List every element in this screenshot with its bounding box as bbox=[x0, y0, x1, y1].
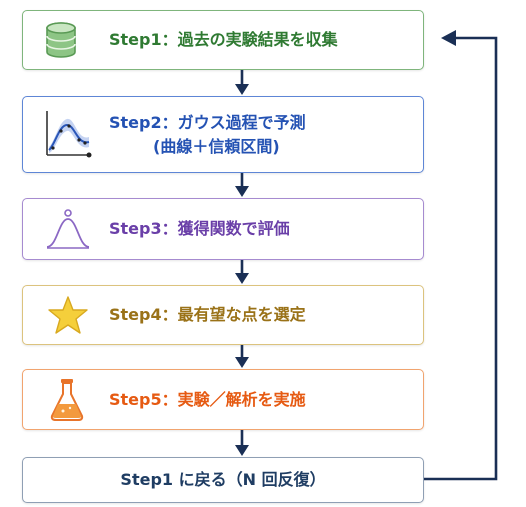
loop-back-label: Step1 に戻る（N 回反復） bbox=[23, 458, 423, 502]
arrow-down-1 bbox=[235, 70, 249, 95]
step3-box: Step3：獲得関数で評価 bbox=[22, 198, 424, 260]
database-icon bbox=[46, 22, 76, 58]
step2-box: Step2：ガウス過程で予測 (曲線＋信頼区間) bbox=[22, 96, 424, 173]
step4-label-text: Step4：最有望な点を選定 bbox=[109, 305, 306, 324]
step2-label-line2: (曲線＋信頼区間) bbox=[153, 136, 280, 156]
loop-back-label-text: Step1 に戻る（N 回反復） bbox=[120, 470, 326, 489]
step5-label-text: Step5：実験／解析を実施 bbox=[109, 389, 306, 409]
star-icon bbox=[48, 296, 88, 334]
step3-label: Step3：獲得関数で評価 bbox=[109, 199, 413, 259]
arrow-down-2 bbox=[235, 173, 249, 197]
step1-label-text: Step1：過去の実験結果を収集 bbox=[109, 30, 338, 49]
step2-label-line1: Step2：ガウス過程で予測 bbox=[109, 112, 306, 132]
step2-label: Step2：ガウス過程で予測 (曲線＋信頼区間) bbox=[109, 97, 413, 172]
loop-back-box: Step1 に戻る（N 回反復） bbox=[22, 457, 424, 503]
bell-curve-icon bbox=[46, 209, 90, 249]
flask-icon bbox=[50, 378, 84, 421]
step5-label: Step5：実験／解析を実施 bbox=[109, 370, 413, 429]
arrow-down-3 bbox=[235, 260, 249, 284]
step5-box: Step5：実験／解析を実施 bbox=[22, 369, 424, 430]
step3-label-text: Step3：獲得関数で評価 bbox=[109, 219, 290, 238]
step1-label: Step1：過去の実験結果を収集 bbox=[109, 11, 413, 69]
arrow-down-4 bbox=[235, 345, 249, 368]
step4-box: Step4：最有望な点を選定 bbox=[22, 285, 424, 345]
step1-box: Step1：過去の実験結果を収集 bbox=[22, 10, 424, 70]
step4-label: Step4：最有望な点を選定 bbox=[109, 286, 413, 344]
arrow-down-5 bbox=[235, 430, 249, 456]
gaussian-process-chart-icon bbox=[46, 110, 92, 157]
